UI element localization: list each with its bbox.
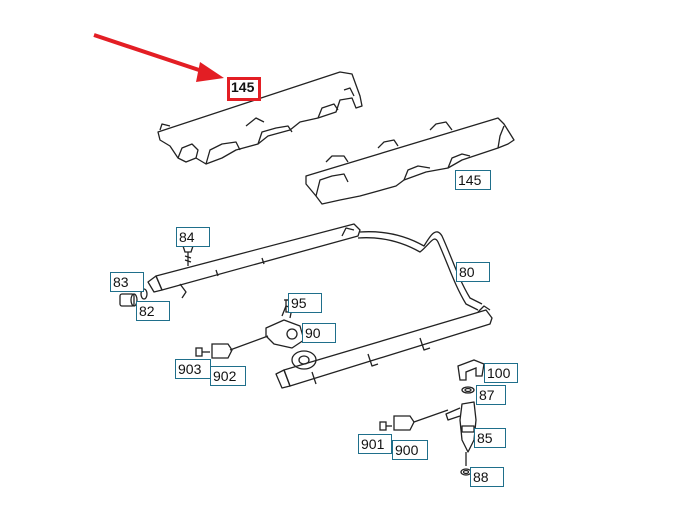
injector-85 — [445, 401, 477, 466]
engine-cover-left — [157, 71, 363, 165]
callout-903[interactable]: 903 — [175, 359, 211, 379]
callout-83[interactable]: 83 — [110, 272, 144, 292]
callout-87[interactable]: 87 — [476, 385, 506, 405]
callout-80[interactable]: 80 — [456, 262, 490, 282]
callout-88[interactable]: 88 — [470, 467, 504, 487]
seal-82 — [140, 288, 148, 300]
callout-901[interactable]: 901 — [358, 434, 392, 454]
connector-901 — [379, 421, 392, 431]
callout-145[interactable]: 145 — [455, 170, 491, 190]
oring-87 — [461, 386, 475, 394]
callout-95[interactable]: 95 — [288, 293, 322, 313]
pointer-arrow — [93, 33, 224, 82]
callout-902[interactable]: 902 — [210, 366, 246, 386]
callout-900[interactable]: 900 — [392, 440, 428, 460]
clip-100 — [457, 359, 485, 381]
bolt-84 — [182, 245, 194, 266]
callout-90[interactable]: 90 — [302, 323, 336, 343]
cap-83 — [119, 293, 138, 307]
fuel-rail-lower — [275, 305, 493, 389]
engine-cover-right — [305, 117, 515, 205]
connector-903 — [195, 347, 210, 357]
callout-84[interactable]: 84 — [176, 227, 210, 247]
callout-145-highlighted[interactable]: 145 — [227, 77, 261, 101]
connector-900 — [393, 409, 449, 431]
callout-82[interactable]: 82 — [136, 301, 170, 321]
callout-85[interactable]: 85 — [474, 428, 506, 448]
callout-100[interactable]: 100 — [484, 363, 518, 383]
connector-902 — [211, 343, 233, 359]
